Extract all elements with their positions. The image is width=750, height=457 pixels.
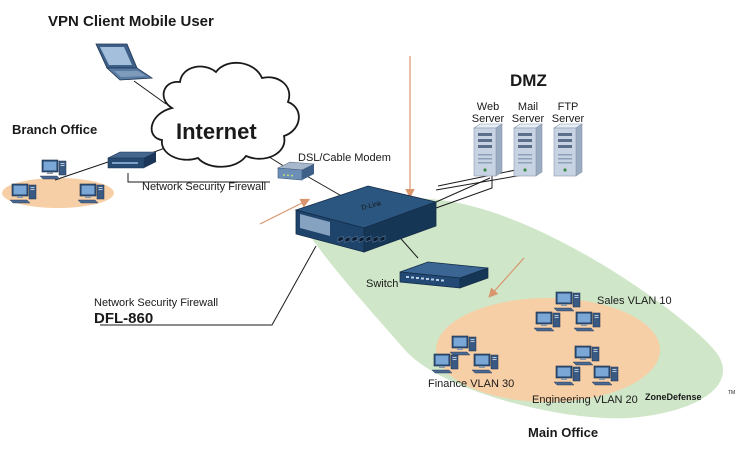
branch-office-label: Branch Office — [12, 122, 97, 137]
ftp-server-label: FTP — [558, 101, 579, 113]
firewall-appliance-icon: D-Link — [294, 185, 438, 253]
ftp-server-label: Server — [552, 113, 585, 125]
branch-firewall-icon — [107, 151, 157, 169]
mail-server-icon — [513, 123, 543, 177]
finance-vlan-label: Finance VLAN 30 — [428, 378, 514, 390]
main-office-label: Main Office — [528, 425, 598, 440]
dmz-label: DMZ — [510, 71, 547, 90]
main-firewall-caption: Network Security Firewall — [94, 297, 218, 309]
web-server-label: Web — [477, 101, 499, 113]
main-firewall-model: DFL-860 — [94, 310, 153, 327]
legend-trademark: TM — [728, 390, 735, 396]
legend-zonedefense-label: ZoneDefense — [645, 392, 702, 402]
mail-server-label: Server — [512, 113, 545, 125]
switch-label: Switch — [366, 278, 398, 290]
laptop-icon — [95, 43, 154, 81]
legend-swatch — [634, 392, 642, 400]
internet-label: Internet — [176, 119, 257, 144]
web-server-icon — [473, 123, 503, 177]
ftp-server-icon — [553, 123, 583, 177]
sales-vlan-label: Sales VLAN 10 — [597, 295, 672, 307]
engineering-vlan-label: Engineering VLAN 20 — [532, 394, 638, 406]
modem-icon — [276, 161, 316, 181]
cloud-icon — [150, 61, 300, 168]
mail-server-label: Mail — [518, 101, 538, 113]
dsl-modem-label: DSL/Cable Modem — [298, 152, 391, 164]
branch-pc-icon — [39, 159, 67, 180]
traffic-arrows — [259, 56, 525, 298]
device-brand-logo: D-Link — [361, 200, 383, 212]
vpn-client-label: VPN Client Mobile User — [48, 13, 214, 30]
branch-firewall-label: Network Security Firewall — [142, 181, 266, 193]
network-switch-icon — [399, 261, 489, 289]
web-server-label: Server — [472, 113, 505, 125]
